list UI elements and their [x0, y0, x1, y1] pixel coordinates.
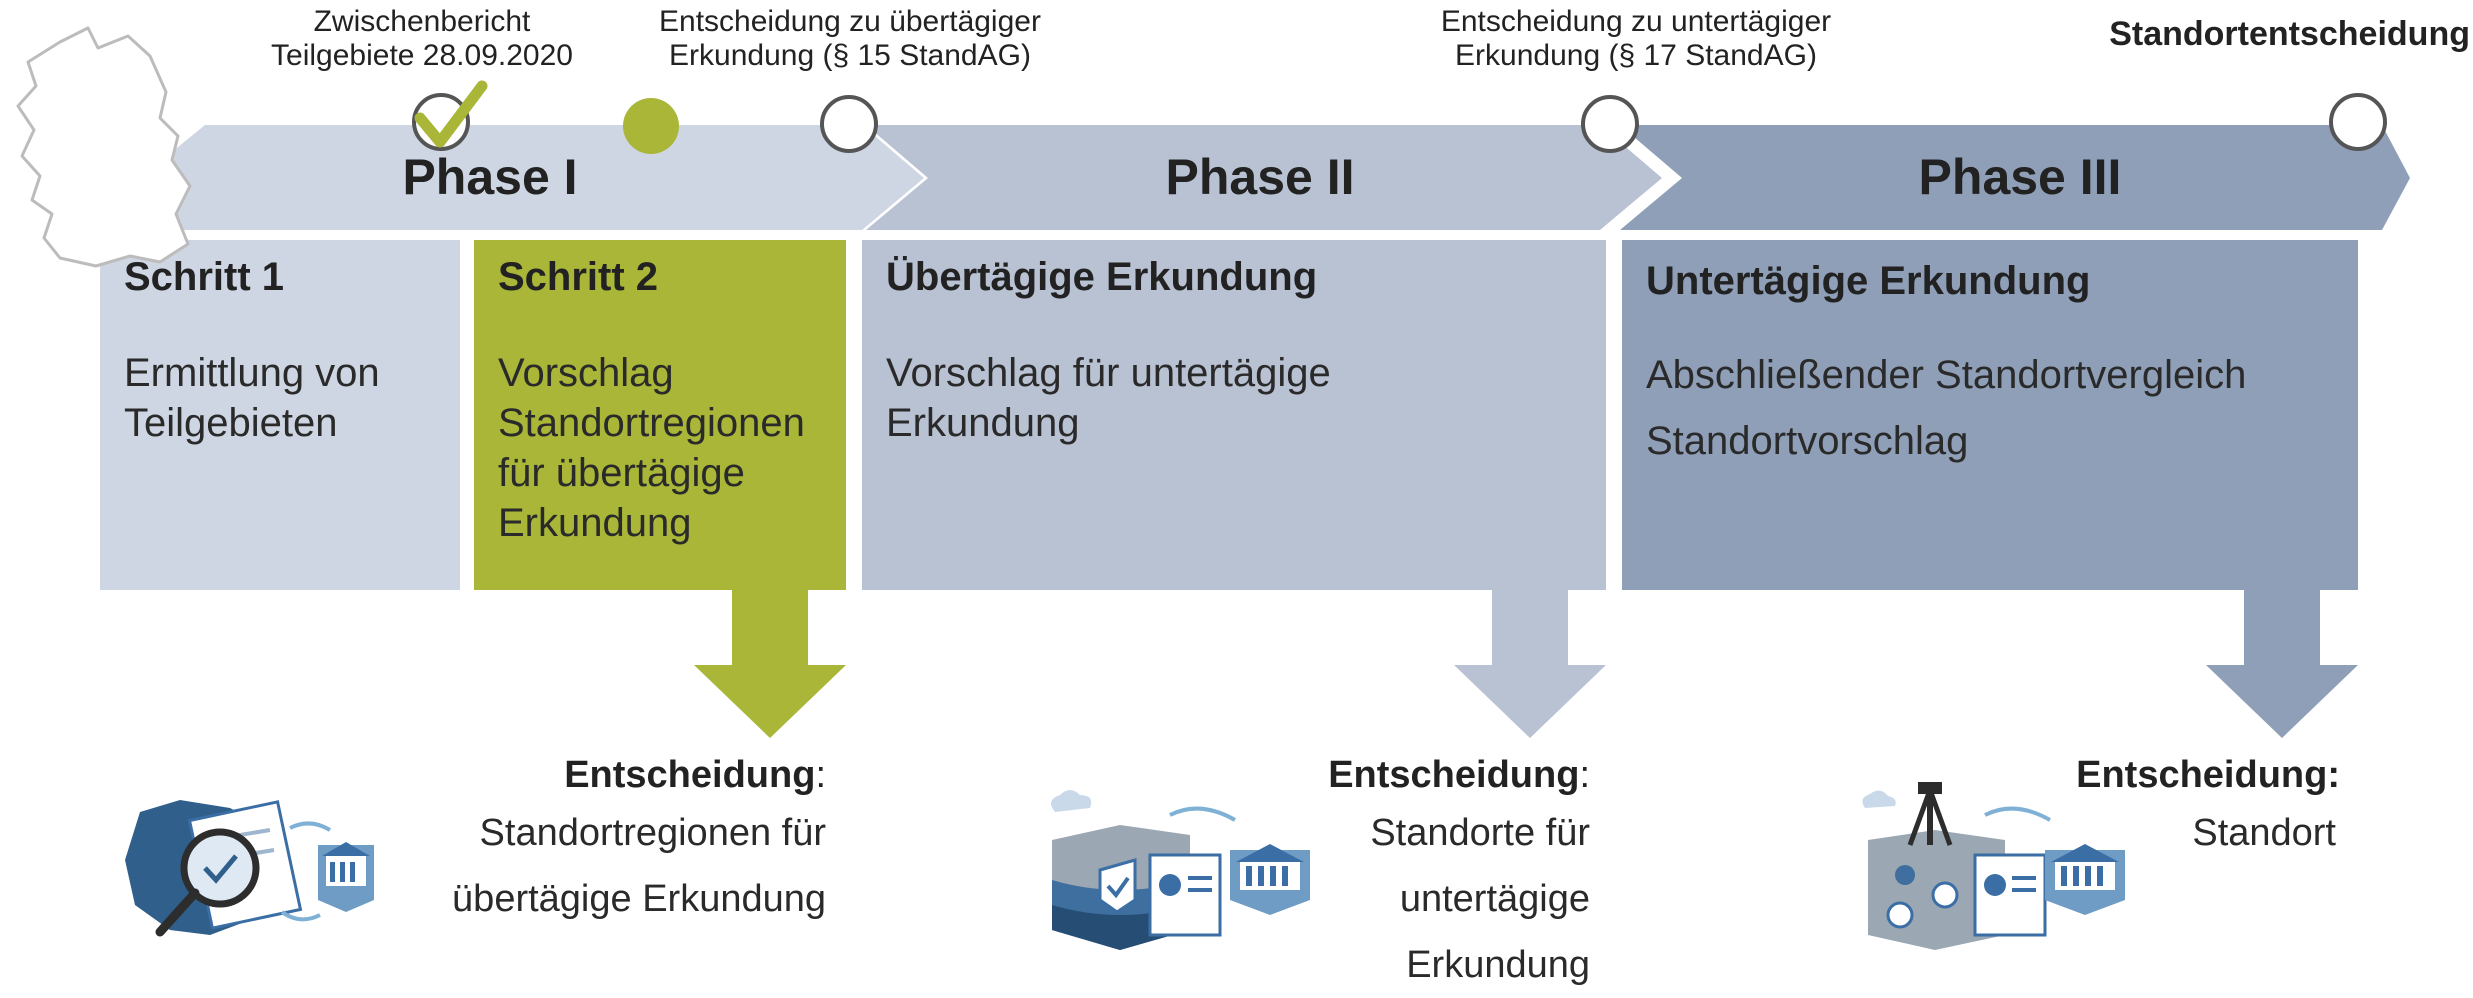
phase-1-label: Phase I: [402, 149, 578, 205]
phase3-line1: Abschließender Standortvergleich: [1646, 353, 2247, 397]
magnifier-document-icon: [125, 800, 332, 937]
milestone-circle-2: [1581, 95, 1639, 153]
milestone-circle-3: [2329, 93, 2387, 151]
building-icon-2: [1230, 844, 1310, 915]
phase2-title: Übertägige Erkundung: [886, 255, 1318, 299]
milestone-untertaegig: Entscheidung zu untertägiger Erkundung (…: [1440, 5, 1832, 72]
decision-2-body: Standorte für untertägige Erkundung: [1370, 812, 1590, 986]
schritt1-box-bg: [100, 240, 460, 590]
decision-1-colon: :: [815, 754, 826, 796]
decision-2: Entscheidung: Standorte für untertägige …: [1230, 750, 1590, 998]
milestone-obertaegig: Entscheidung zu übertägiger Erkundung (§…: [659, 5, 1041, 72]
building-icon: [318, 842, 374, 912]
phase3-box-bg: [1622, 240, 2358, 590]
decision-2-heading: Entscheidung: [1328, 754, 1580, 796]
schritt2-body: Vorschlag Standortregionen für übertägig…: [498, 351, 805, 545]
phase3-line2: Standortvorschlag: [1646, 419, 1969, 463]
decision-1: Entscheidung: Standortregionen für übert…: [380, 750, 826, 932]
down-arrow-1: [694, 590, 846, 738]
decision-3-heading: Entscheidung:: [2076, 754, 2340, 796]
phase2-body: Vorschlag für untertägige Erkundung: [886, 351, 1331, 445]
phase-2-label: Phase II: [1165, 149, 1355, 205]
schritt1-title: Schritt 1: [124, 255, 285, 299]
decision-1-heading: Entscheidung: [564, 754, 816, 796]
checkmark-icon: [414, 80, 488, 148]
milestone-zwischenbericht: Zwischenbericht Teilgebiete 28.09.2020: [271, 5, 573, 72]
phase-3-arrow: [1620, 125, 2410, 230]
phase2-box: Übertägige Erkundung Vorschlag für unter…: [862, 240, 1606, 590]
geology-document-icon: [1051, 790, 1236, 950]
schritt1-box: Schritt 1 Ermittlung von Teilgebieten: [100, 240, 460, 590]
building-icon-3: [2045, 844, 2125, 915]
milestone-standortentscheidung: Standortentscheidung: [2109, 15, 2470, 53]
decision-3: Entscheidung: Standort: [2000, 750, 2340, 866]
phase-1-arrow: [100, 125, 924, 230]
current-position-dot: [623, 98, 679, 154]
mine-tower-document-icon: [1862, 782, 2051, 950]
decision-2-colon: :: [1579, 754, 1590, 796]
phase3-title: Untertägige Erkundung: [1646, 259, 2091, 303]
down-arrow-3: [2206, 590, 2358, 738]
decision-1-body: Standortregionen für übertägige Erkundun…: [452, 812, 826, 920]
schritt2-box: Schritt 2 Vorschlag Standortregionen für…: [474, 240, 846, 590]
phase2-box-bg: [862, 240, 1606, 590]
germany-map-icon: [16, 26, 192, 268]
milestone-circle-1: [820, 95, 878, 153]
phase-2-arrow: [866, 125, 1662, 230]
decision-3-body: Standort: [2192, 812, 2336, 854]
schritt2-box-bg: [474, 240, 846, 590]
down-arrow-2: [1454, 590, 1606, 738]
phase-3-label: Phase III: [1918, 149, 2122, 205]
schritt1-body: Ermittlung von Teilgebieten: [124, 351, 380, 445]
phase3-box: Untertägige Erkundung Abschließender Sta…: [1622, 240, 2358, 590]
schritt2-title: Schritt 2: [498, 255, 659, 299]
